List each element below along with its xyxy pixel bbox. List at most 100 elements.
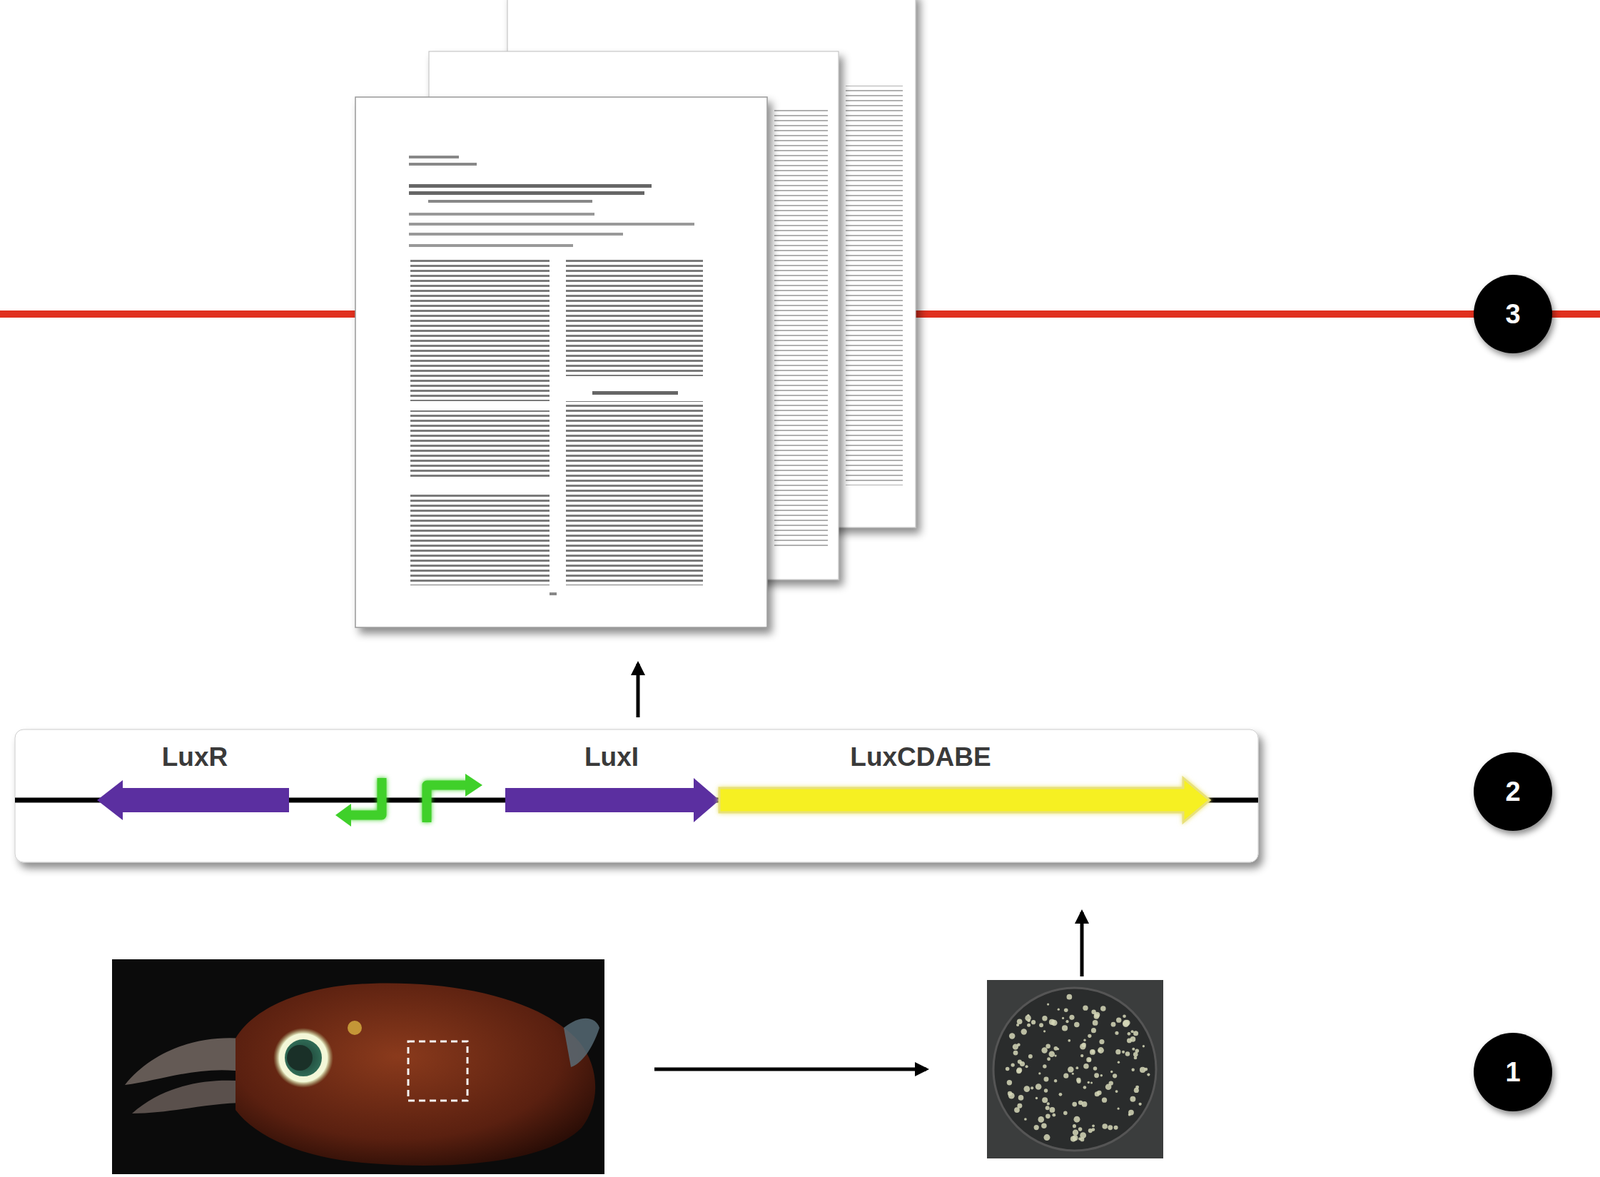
label-text: 2 — [1505, 776, 1521, 808]
colony-dot — [1121, 1050, 1125, 1054]
colony-dot — [1133, 1056, 1138, 1060]
colony-dot — [1073, 1116, 1080, 1123]
colony-dot — [1133, 1030, 1139, 1036]
operon-map — [14, 729, 1259, 863]
colony-dot — [1013, 1050, 1019, 1056]
colony-dot — [1006, 1079, 1012, 1085]
colony-dot — [1046, 1101, 1050, 1105]
gene-label: LuxI — [578, 740, 645, 774]
colony-dot — [1039, 1022, 1044, 1027]
colony-dot — [1130, 1036, 1137, 1042]
gene-arrow — [97, 780, 290, 820]
colony-dot — [1133, 1051, 1139, 1057]
colony-dot — [1079, 1131, 1087, 1139]
colony-dot — [1059, 1092, 1063, 1097]
colony-dot — [1138, 1102, 1142, 1106]
colony-dot — [1131, 1068, 1134, 1072]
label-text: LuxI — [584, 742, 639, 772]
colony-dot — [1021, 1028, 1027, 1035]
colony-dot — [1016, 1018, 1023, 1025]
colony-dot — [1082, 1004, 1088, 1010]
colony-dot — [1100, 1005, 1107, 1012]
gene-arrow — [505, 777, 720, 823]
colony-dot — [1046, 1056, 1051, 1061]
colony-dot — [1043, 1133, 1050, 1141]
squid-photo — [112, 959, 605, 1174]
arrow — [1080, 912, 1085, 977]
colony-dot — [1086, 1056, 1092, 1062]
colony-dot — [1063, 1073, 1069, 1079]
colony-dot — [1079, 1043, 1087, 1050]
colony-dot — [1083, 1063, 1090, 1070]
colony-dot — [1083, 1039, 1086, 1042]
colony-dot — [1117, 1061, 1120, 1064]
colony-dot — [1042, 1064, 1047, 1068]
colony-dot — [1023, 1085, 1030, 1092]
colony-dot — [1065, 1019, 1069, 1023]
gene-arrow — [719, 777, 1210, 823]
colony-dot — [1049, 1050, 1056, 1057]
colony-dot — [1043, 1029, 1046, 1032]
colony-dot — [1110, 1070, 1113, 1073]
colony-dot — [1087, 1081, 1090, 1084]
colony-dot — [1035, 1096, 1038, 1100]
colony-dot — [1107, 1124, 1113, 1130]
colony-dot — [1072, 1129, 1079, 1136]
colony-dot — [1092, 1019, 1099, 1026]
colony-dot — [1071, 1072, 1075, 1075]
colony-dot — [1090, 1081, 1093, 1085]
colony-dot — [1045, 1105, 1050, 1110]
colony-dot — [1122, 1020, 1129, 1027]
colony-dot — [1091, 1027, 1097, 1033]
colony-dot — [1074, 1021, 1080, 1028]
colony-dot — [1005, 1066, 1010, 1072]
colony-dot — [1098, 1049, 1102, 1052]
colony-dot — [1041, 1046, 1047, 1053]
colony-dot — [1049, 1106, 1056, 1113]
colony-dot — [1038, 1071, 1041, 1075]
colony-dot — [1028, 1054, 1033, 1059]
colony-dot — [1054, 1054, 1057, 1057]
colony-dot — [1010, 1062, 1015, 1067]
gene-label: LuxR — [156, 740, 235, 774]
colony-dot — [1044, 1088, 1048, 1092]
colony-dot — [1101, 1123, 1108, 1129]
label-text: 3 — [1505, 299, 1521, 330]
colony-dot — [1116, 1016, 1122, 1022]
colony-dot — [1091, 1049, 1095, 1054]
label-text: 1 — [1505, 1056, 1521, 1088]
colony-dot — [1007, 1091, 1012, 1096]
colony-dot — [1066, 994, 1073, 1000]
paper-stack — [355, 0, 916, 628]
colony-dot — [1100, 1074, 1103, 1077]
colony-dot — [1094, 1011, 1100, 1018]
colony-dot — [1041, 1015, 1047, 1021]
arrow — [636, 663, 641, 718]
colony-dot — [1045, 1114, 1051, 1120]
colony-dot — [1128, 1109, 1134, 1116]
colony-dot — [1131, 1047, 1135, 1051]
colony-dot — [1030, 1086, 1034, 1090]
colony-dot — [1057, 1007, 1060, 1010]
step-number: 3 — [1473, 274, 1553, 354]
colony-dot — [1046, 1003, 1050, 1006]
colony-dot — [1041, 1096, 1048, 1103]
colony-dot — [1041, 1122, 1047, 1129]
colony-dot — [1064, 1007, 1069, 1012]
colony-dot — [1069, 1014, 1075, 1020]
colony-dot — [1112, 1073, 1117, 1078]
colony-dot — [1071, 1101, 1077, 1107]
colony-dot — [1127, 1031, 1132, 1036]
colony-dot — [1135, 1085, 1139, 1090]
colony-dot — [1115, 1089, 1119, 1093]
gene-label: LuxCDABE — [844, 740, 997, 774]
colony-dot — [1061, 1024, 1068, 1031]
colony-dot — [1142, 1044, 1145, 1047]
colony-dot — [1063, 1111, 1068, 1116]
colony-dot — [1072, 1123, 1077, 1128]
colony-dot — [1034, 1124, 1040, 1130]
colony-dot — [1091, 1123, 1095, 1127]
label-text: LuxR — [161, 742, 229, 772]
colony-dot — [1094, 1072, 1100, 1078]
